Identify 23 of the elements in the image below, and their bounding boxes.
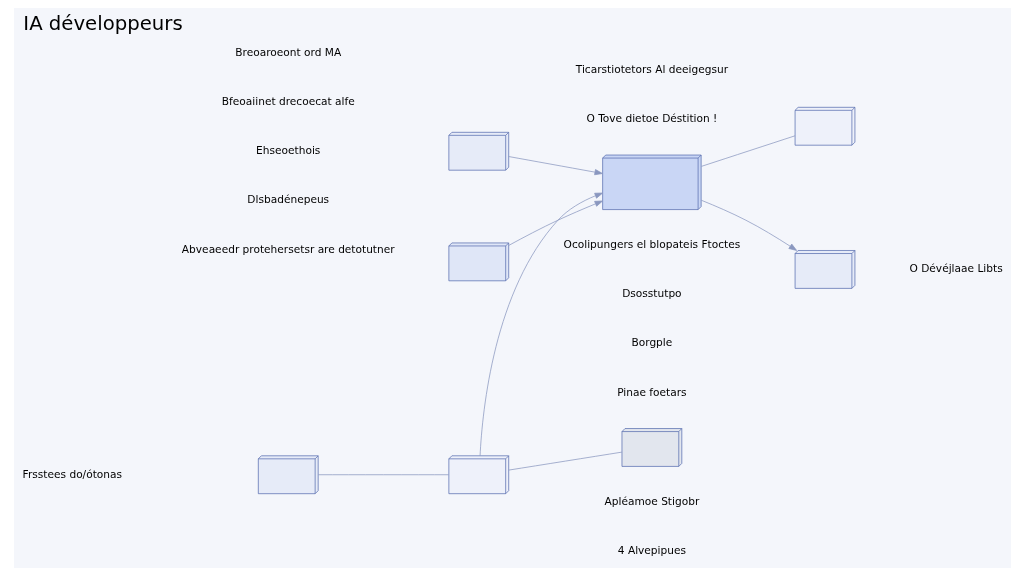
label: Breoaroeont ord MA bbox=[234, 45, 341, 58]
label: Pinae foetars bbox=[616, 385, 687, 398]
connector bbox=[317, 474, 449, 476]
label: Apléamoe Stigobr bbox=[604, 494, 699, 507]
label: O Dévéjlaae Libts bbox=[908, 262, 1003, 275]
label: Borgple bbox=[630, 336, 672, 349]
connector bbox=[507, 451, 622, 471]
arrow bbox=[700, 199, 797, 251]
label: Frsstees do/ótonas bbox=[22, 467, 122, 480]
connector bbox=[700, 135, 795, 167]
arrow bbox=[508, 200, 603, 246]
label: Dlsbadénepeus bbox=[246, 193, 329, 206]
label: Ehseoethois bbox=[255, 144, 320, 157]
label: O Tove dietoe Déstition ! bbox=[585, 112, 717, 125]
arrow bbox=[507, 156, 603, 176]
diagram-title: IA développeurs bbox=[22, 11, 183, 35]
label: Ticarstiotetors Al deeigegsur bbox=[575, 62, 728, 75]
label: Abveaeedr protehersetsr are detotutner bbox=[181, 242, 395, 255]
label: Ocolipungers el blopateis Ftoctes bbox=[563, 238, 740, 250]
label: Dsosstutpo bbox=[621, 287, 682, 300]
arrow bbox=[479, 192, 603, 457]
label: 4 Alvepipues bbox=[617, 544, 686, 557]
label: Bfeoaiinet drecoecat alfe bbox=[221, 94, 355, 107]
